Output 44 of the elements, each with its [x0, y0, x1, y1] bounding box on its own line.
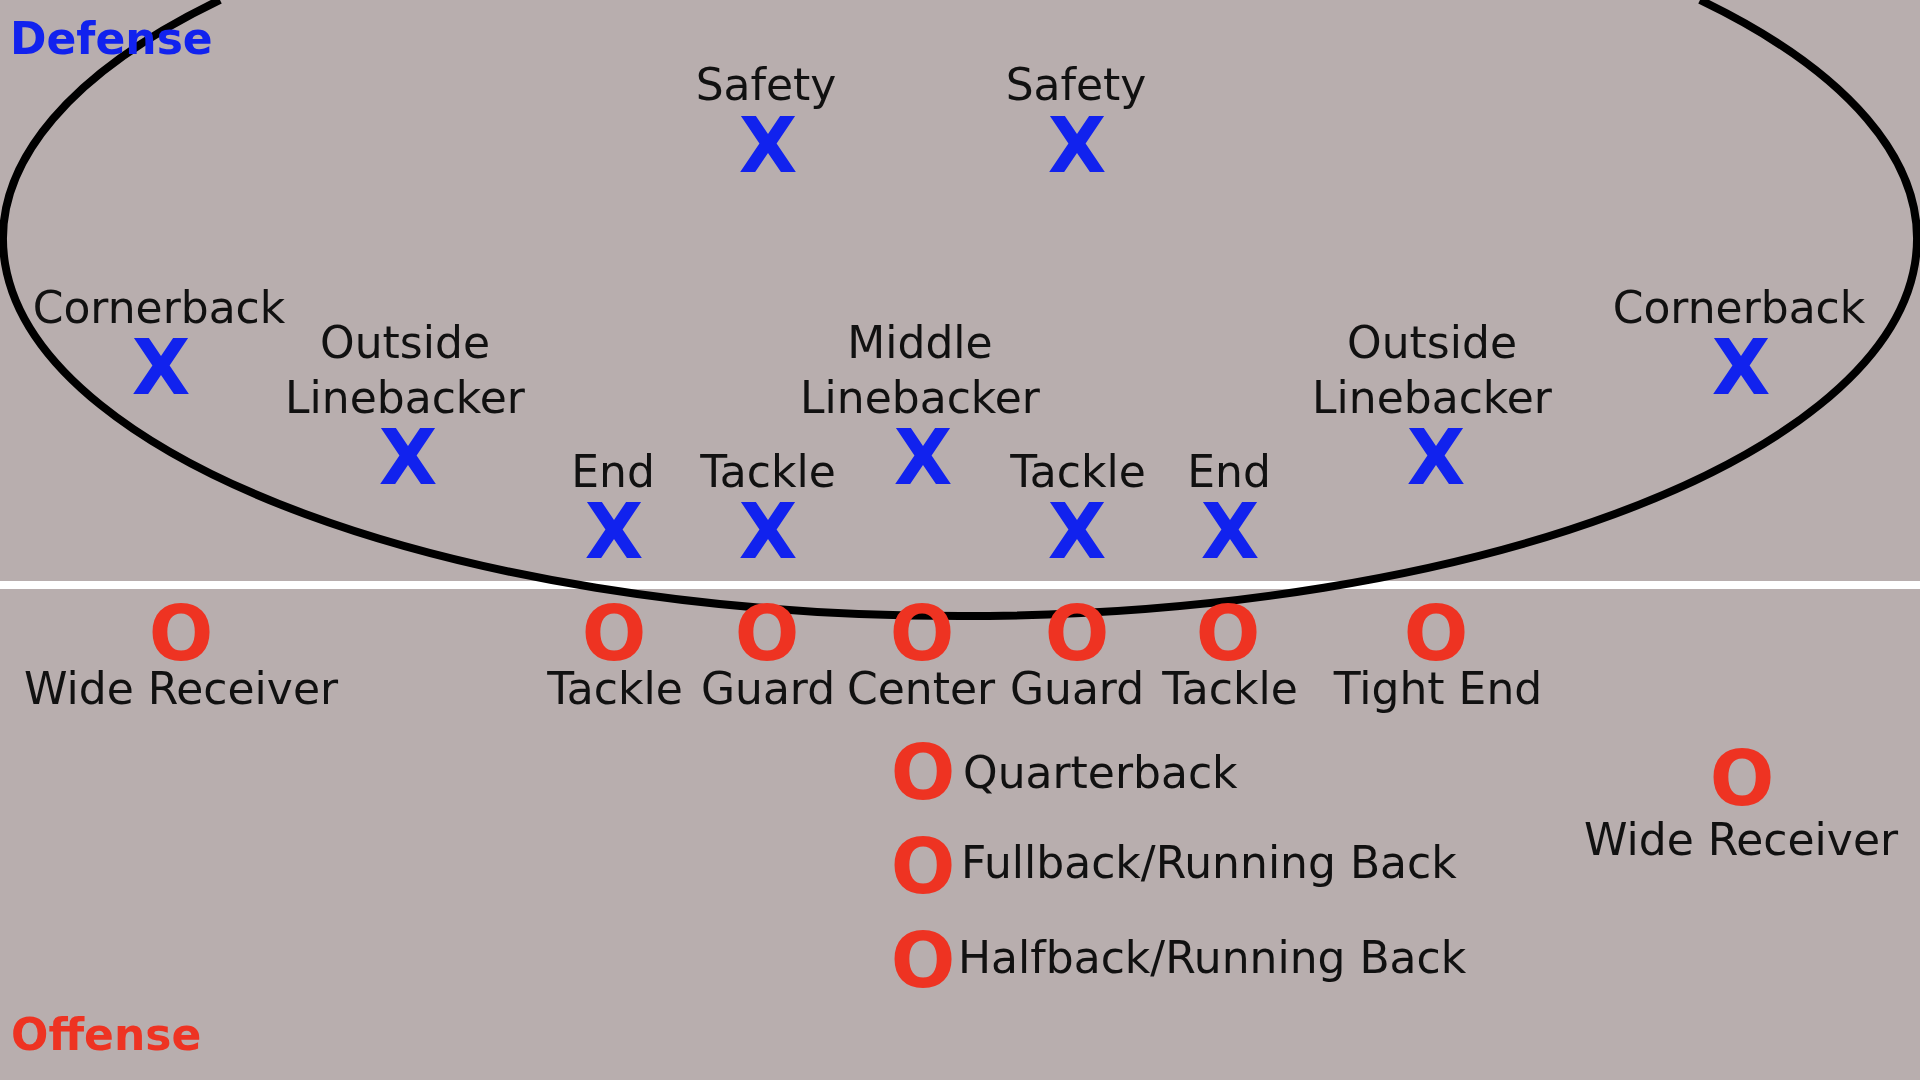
defender-x-mark: X: [1047, 116, 1107, 177]
defender-x-mark: X: [738, 502, 798, 563]
offense-o-mark: O: [890, 743, 956, 804]
offense-o-mark: O: [734, 604, 800, 665]
defender-x-mark: X: [1200, 502, 1260, 563]
position-label: End: [571, 445, 655, 499]
offense-o-mark: O: [1403, 604, 1469, 665]
position-label: Outside Linebacker: [285, 316, 525, 425]
position-label: Halfback/Running Back: [958, 931, 1467, 985]
position-label: Cornerback: [1612, 281, 1866, 335]
offense-o-mark: O: [1709, 749, 1775, 810]
defender-x-mark: X: [131, 338, 191, 399]
offense-o-mark: O: [1195, 604, 1261, 665]
position-label: Tackle: [1162, 662, 1298, 716]
position-label: Guard: [1009, 662, 1145, 716]
position-label: Outside Linebacker: [1312, 316, 1552, 425]
position-label: Tackle: [700, 445, 836, 499]
defender-x-mark: X: [584, 502, 644, 563]
offense-o-mark: O: [148, 604, 214, 665]
position-label: Safety: [1005, 58, 1147, 112]
position-label: Center: [846, 662, 996, 716]
defender-x-mark: X: [893, 428, 953, 489]
defender-x-mark: X: [738, 116, 798, 177]
position-label: Cornerback: [32, 281, 286, 335]
offense-o-mark: O: [1044, 604, 1110, 665]
offense-o-mark: O: [890, 931, 956, 992]
position-label: Quarterback: [963, 746, 1238, 800]
offense-heading: Offense: [11, 1008, 202, 1062]
position-label: Tackle: [1010, 445, 1146, 499]
offense-o-mark: O: [581, 604, 647, 665]
defender-x-mark: X: [1047, 502, 1107, 563]
position-label: End: [1187, 445, 1271, 499]
position-label: Fullback/Running Back: [961, 836, 1457, 890]
position-label: Middle Linebacker: [800, 316, 1040, 425]
position-label: Wide Receiver: [1583, 813, 1899, 867]
position-label: Safety: [695, 58, 837, 112]
position-label: Tackle: [547, 662, 683, 716]
position-label: Guard: [700, 662, 836, 716]
defender-x-mark: X: [1711, 338, 1771, 399]
position-label: Wide Receiver: [23, 662, 339, 716]
offense-o-mark: O: [890, 837, 956, 898]
defender-x-mark: X: [378, 428, 438, 489]
defender-x-mark: X: [1406, 428, 1466, 489]
position-label: Tight End: [1333, 662, 1543, 716]
